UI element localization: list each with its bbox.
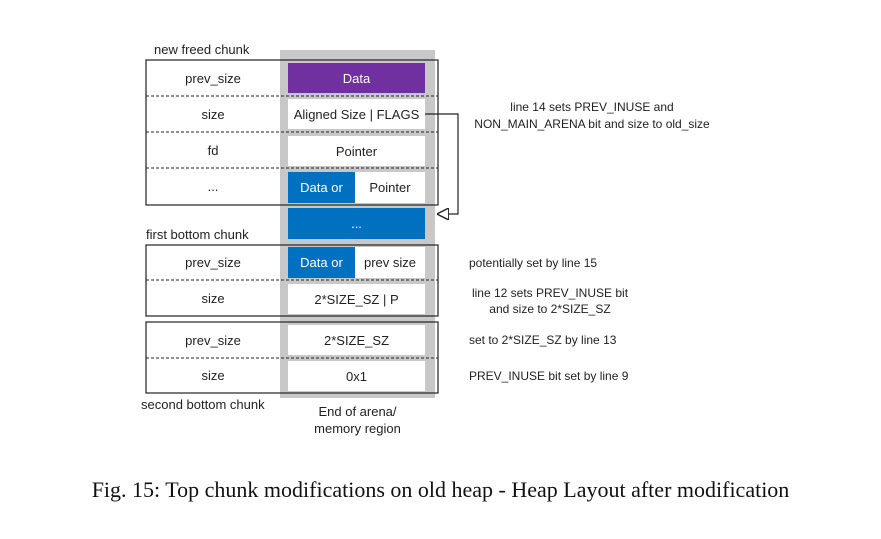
field-prev-size: prev_size xyxy=(185,70,241,86)
value-2-size-sz-p: 2*SIZE_SZ | P xyxy=(288,284,425,314)
note-line-14-a: line 14 sets PREV_INUSE and xyxy=(510,100,674,114)
value-data: Data xyxy=(288,63,425,93)
field-size: size xyxy=(201,368,225,383)
note-line-14-b: NON_MAIN_ARENA bit and size to old_size xyxy=(474,117,710,131)
note-line-12-b: and size to 2*SIZE_SZ xyxy=(489,302,611,316)
new-freed-chunk-label: new freed chunk xyxy=(154,42,250,57)
size-arrow xyxy=(424,113,459,214)
figure-caption: Fig. 15: Top chunk modifications on old … xyxy=(91,477,790,502)
first-bottom-chunk-label: first bottom chunk xyxy=(146,227,249,242)
end-of-arena-label: End of arena/ xyxy=(318,404,397,419)
field-size: size xyxy=(201,290,225,306)
value-2-size-sz: 2*SIZE_SZ xyxy=(288,325,425,355)
value-prev-size: prev size xyxy=(355,247,425,278)
value-between-ellipsis: ... xyxy=(288,208,425,239)
memory-region-label: memory region xyxy=(314,421,401,436)
note-line-12-a: line 12 sets PREV_INUSE bit xyxy=(471,286,629,300)
note-line-13: set to 2*SIZE_SZ by line 13 xyxy=(469,333,617,347)
value-aligned-size: Aligned Size | FLAGS xyxy=(288,99,425,129)
value-0x1: 0x1 xyxy=(288,361,425,391)
field-ellipsis: ... xyxy=(207,179,219,194)
field-size: size xyxy=(201,106,225,122)
note-line-15: potentially set by line 15 xyxy=(469,256,598,270)
value-pointer: Pointer xyxy=(355,172,425,203)
value-data-or: Data or xyxy=(288,172,355,203)
field-fd: fd xyxy=(207,142,219,158)
value-pointer: Pointer xyxy=(288,136,425,166)
second-bottom-chunk-label: second bottom chunk xyxy=(141,397,265,412)
value-data-or: Data or xyxy=(288,247,355,278)
field-prev-size: prev_size xyxy=(185,332,241,348)
note-line-9: PREV_INUSE bit set by line 9 xyxy=(469,369,629,383)
field-prev-size: prev_size xyxy=(185,255,241,270)
